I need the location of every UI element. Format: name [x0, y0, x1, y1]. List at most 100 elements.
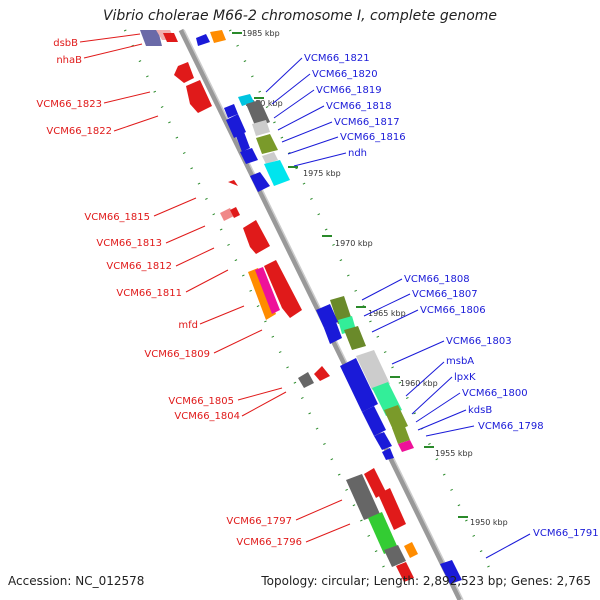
gene-label[interactable]: VCM66_1803 [446, 336, 512, 347]
tick-label: 1950 kbp [470, 518, 508, 527]
gene-block [252, 120, 270, 136]
callout-line [417, 409, 467, 431]
left-gene-labels: dsbB nhaB VCM66_1823 VCM66_1822 VCM66_18… [36, 38, 302, 548]
gene-arrow [374, 432, 392, 450]
gene-arrow [340, 358, 378, 412]
gene-label[interactable]: VCM66_1791 [533, 528, 599, 539]
gene-arrow [230, 207, 240, 218]
callout-line [83, 43, 143, 59]
gene-arrow [236, 132, 250, 152]
gene-label[interactable]: VCM66_1798 [478, 421, 544, 432]
gene-label[interactable]: lpxK [454, 372, 476, 383]
callout-line [287, 136, 339, 155]
callout-line [361, 278, 403, 301]
callout-line [415, 392, 461, 423]
callout-line [411, 376, 453, 415]
gene-arrow [396, 562, 414, 582]
gene-label[interactable]: VCM66_1804 [174, 411, 240, 422]
gene-arrow [228, 180, 238, 186]
gene-arrow [364, 468, 386, 498]
gene-block [368, 512, 398, 554]
gene-label[interactable]: VCM66_1811 [116, 288, 182, 299]
gene-label[interactable]: kdsB [468, 405, 492, 416]
gene-block [248, 268, 276, 320]
gene-block [298, 372, 314, 388]
tick-label: 1965 kbp [368, 309, 406, 318]
gene-block [404, 542, 418, 558]
gene-block [262, 152, 278, 164]
callout-line [405, 361, 445, 397]
gene-label[interactable]: VCM66_1796 [236, 537, 302, 548]
callout-line [363, 293, 411, 317]
callout-line [241, 391, 287, 417]
gene-arrow [314, 366, 330, 381]
gene-label[interactable]: VCM66_1806 [420, 305, 486, 316]
gene-label[interactable]: VCM66_1797 [226, 516, 292, 527]
gene-arrow [264, 260, 302, 318]
gene-label[interactable]: VCM66_1800 [462, 388, 528, 399]
tick-label: 1955 kbp [435, 449, 473, 458]
gene-block [344, 326, 366, 350]
gene-label[interactable]: dsbB [53, 38, 78, 49]
gene-arrow [243, 220, 270, 254]
feature-block [140, 30, 162, 46]
gene-label[interactable]: VCM66_1823 [36, 99, 102, 110]
tick-label: 1970 kbp [335, 239, 373, 248]
callout-line [293, 152, 347, 167]
callout-line [213, 329, 263, 354]
callout-line [391, 340, 445, 365]
callout-line [281, 121, 333, 143]
gene-label[interactable]: VCM66_1822 [46, 126, 112, 137]
gene-arrow [226, 114, 246, 138]
gene-arrow [362, 406, 386, 436]
gene-label[interactable]: VCM66_1818 [326, 101, 392, 112]
gene-arrow [224, 104, 238, 118]
gene-arrow [378, 488, 406, 530]
tick-label: 1975 kbp [303, 169, 341, 178]
callout-line [79, 33, 141, 43]
callout-line [295, 499, 343, 521]
gene-label[interactable]: VCM66_1820 [312, 69, 378, 80]
gene-label[interactable]: VCM66_1821 [304, 53, 370, 64]
tick-label: 1985 kbp [242, 29, 280, 38]
callout-line [265, 57, 303, 93]
gene-label[interactable]: VCM66_1808 [404, 274, 470, 285]
gene-label[interactable]: VCM66_1816 [340, 132, 406, 143]
gene-block [256, 134, 278, 154]
callout-line [371, 309, 419, 333]
gene-arrow [220, 208, 234, 221]
gene-block [384, 545, 406, 567]
callout-line [271, 73, 311, 105]
gene-label[interactable]: VCM66_1819 [316, 85, 382, 96]
gene-label[interactable]: VCM66_1817 [334, 117, 400, 128]
callout-line [485, 533, 531, 559]
topology-text: Topology: circular; Length: 2,892,523 bp… [261, 574, 591, 588]
left-callout-lines [79, 33, 351, 543]
right-callout-lines [265, 57, 531, 559]
callout-line [175, 247, 215, 267]
gene-block [210, 30, 226, 43]
tick-labels: 1985 kbp 1980 kbp 1975 kbp 1970 kbp 1965… [242, 29, 508, 527]
gene-label[interactable]: VCM66_1813 [96, 238, 162, 249]
gene-label[interactable]: VCM66_1809 [144, 349, 210, 360]
callout-line [153, 197, 197, 217]
gene-label[interactable]: VCM66_1807 [412, 289, 478, 300]
gene-label[interactable]: msbA [446, 356, 474, 367]
callout-line [113, 115, 159, 132]
gene-arrow [196, 34, 210, 46]
gene-label[interactable]: ndh [348, 148, 367, 159]
gene-arrow [324, 322, 342, 344]
left-strand-features [140, 30, 418, 582]
gene-label[interactable]: VCM66_1815 [84, 212, 150, 223]
callout-line [103, 91, 151, 104]
gene-arrow [440, 560, 462, 584]
gene-label[interactable]: nhaB [56, 55, 82, 66]
gene-label[interactable]: mfd [178, 320, 198, 331]
gene-label[interactable]: VCM66_1812 [106, 261, 172, 272]
gene-block [264, 160, 290, 186]
tick-label: 1980 kbp [245, 99, 283, 108]
map-title: Vibrio cholerae M66-2 chromosome I, comp… [102, 8, 498, 24]
gene-label[interactable]: VCM66_1805 [168, 396, 234, 407]
tick-marks [232, 32, 468, 518]
gene-block [255, 267, 280, 314]
